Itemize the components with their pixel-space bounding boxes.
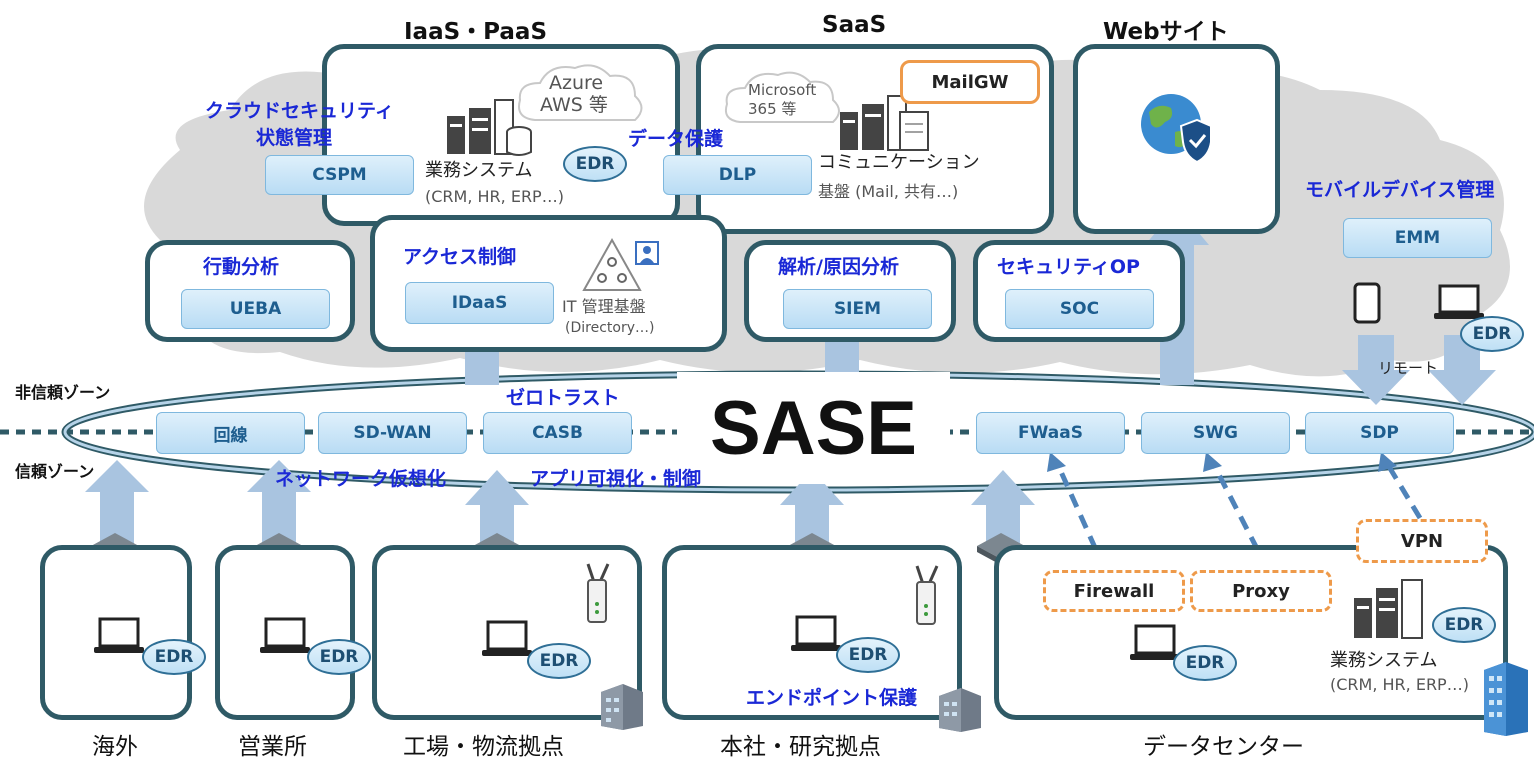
skyscraper-icon	[1484, 662, 1528, 736]
ms365-label: 365 等	[748, 100, 797, 118]
dlp-pill: DLP	[663, 155, 812, 195]
sase-pill-line: 回線	[156, 412, 305, 454]
building-icon	[939, 688, 981, 732]
microsoft-cloud-icon	[724, 71, 840, 123]
siem-pill: SIEM	[783, 289, 932, 329]
app-visual-label: アプリ可視化・制御	[530, 468, 702, 490]
cspm-pill: CSPM	[265, 155, 414, 195]
cspm-title-1: クラウドセキュリティ	[205, 100, 394, 122]
server-icon	[1354, 579, 1423, 639]
heading-web: Webサイト	[1103, 19, 1229, 45]
untrusted-zone-label: 非信頼ゾーン	[15, 383, 111, 402]
azure-label: Azure	[549, 72, 604, 94]
firewall-box: Firewall	[1043, 570, 1185, 612]
site-label-datacenter: データセンター	[1143, 734, 1304, 760]
sase-pill-casb: CASB	[483, 412, 632, 454]
proxy-box: Proxy	[1190, 570, 1332, 612]
ueba-title: 行動分析	[203, 256, 280, 278]
edr-datacenter-pc: EDR	[1173, 645, 1237, 681]
soc-title: セキュリティOP	[997, 256, 1140, 278]
edr-overseas: EDR	[142, 639, 206, 675]
building-icon	[601, 684, 643, 730]
directory-icon	[582, 237, 659, 291]
aws-label: AWS 等	[540, 94, 608, 116]
laptop-icon	[791, 615, 841, 651]
laptop-icon	[1434, 284, 1484, 319]
endpoint-label: エンドポイント保護	[746, 687, 918, 709]
smartphone-icon	[1353, 282, 1381, 324]
heading-iaas: IaaS・PaaS	[404, 19, 548, 45]
saas-comm-sub: 基盤 (Mail, 共有…)	[818, 182, 959, 201]
network-virt-label: ネットワーク仮想化	[275, 468, 447, 490]
cspm-title-2: 状態管理	[256, 127, 333, 149]
ueba-pill: UEBA	[181, 289, 330, 329]
server-icon	[447, 99, 532, 156]
dlp-title: データ保護	[628, 128, 724, 150]
dc-system-label: 業務システム	[1330, 650, 1438, 671]
dashed-arrows	[1055, 463, 1423, 572]
laptop-icon	[482, 620, 532, 656]
microsoft-label: Microsoft	[748, 81, 817, 99]
site-label-factory: 工場・物流拠点	[403, 734, 564, 760]
sase-pill-sdp: SDP	[1305, 412, 1454, 454]
edr-hq: EDR	[836, 637, 900, 673]
wifi-ap-icon	[915, 565, 939, 625]
mailgw-box: MailGW	[900, 60, 1040, 104]
laptop-icon	[260, 617, 310, 653]
siem-title: 解析/原因分析	[778, 256, 899, 278]
site-label-hq: 本社・研究拠点	[720, 734, 881, 760]
idaas-title: アクセス制御	[403, 246, 517, 268]
mail-server-icon	[840, 95, 929, 151]
laptop-icon	[1130, 624, 1180, 660]
sase-pill-fwaas: FWaaS	[976, 412, 1125, 454]
edr-factory: EDR	[527, 643, 591, 679]
saas-comm-label: コミュニケーション	[818, 152, 980, 173]
iaas-system-label: 業務システム	[425, 160, 533, 181]
edr-branch: EDR	[307, 639, 371, 675]
emm-title: モバイルデバイス管理	[1305, 179, 1495, 201]
idaas-pill: IDaaS	[405, 282, 554, 324]
web-box	[1073, 44, 1280, 234]
iaas-system-sub: (CRM, HR, ERP…)	[425, 187, 564, 206]
edr-iaas: EDR	[563, 146, 627, 182]
directory-label: (Directory…)	[565, 320, 655, 336]
globe-shield-icon	[1141, 94, 1212, 164]
laptop-icon	[94, 617, 144, 653]
site-label-branch: 営業所	[238, 734, 307, 760]
sase-pill-swg: SWG	[1141, 412, 1290, 454]
soc-pill: SOC	[1005, 289, 1154, 329]
zero-trust-label: ゼロトラスト	[506, 387, 620, 409]
wifi-ap-icon	[586, 563, 610, 623]
trusted-zone-label: 信頼ゾーン	[15, 462, 95, 481]
emm-pill: EMM	[1343, 218, 1492, 258]
remote-label: リモート	[1378, 359, 1439, 377]
heading-saas: SaaS	[822, 12, 887, 38]
sase-label: SASE	[677, 372, 950, 484]
azure-cloud-icon	[518, 64, 643, 121]
sase-pill-sdwan: SD-WAN	[318, 412, 467, 454]
vpn-box: VPN	[1356, 519, 1488, 563]
edr-datacenter-server: EDR	[1432, 607, 1496, 643]
it-infra-label: IT 管理基盤	[562, 297, 646, 316]
edr-remote: EDR	[1460, 316, 1524, 352]
dc-system-sub: (CRM, HR, ERP…)	[1330, 675, 1469, 694]
site-label-overseas: 海外	[92, 734, 138, 760]
